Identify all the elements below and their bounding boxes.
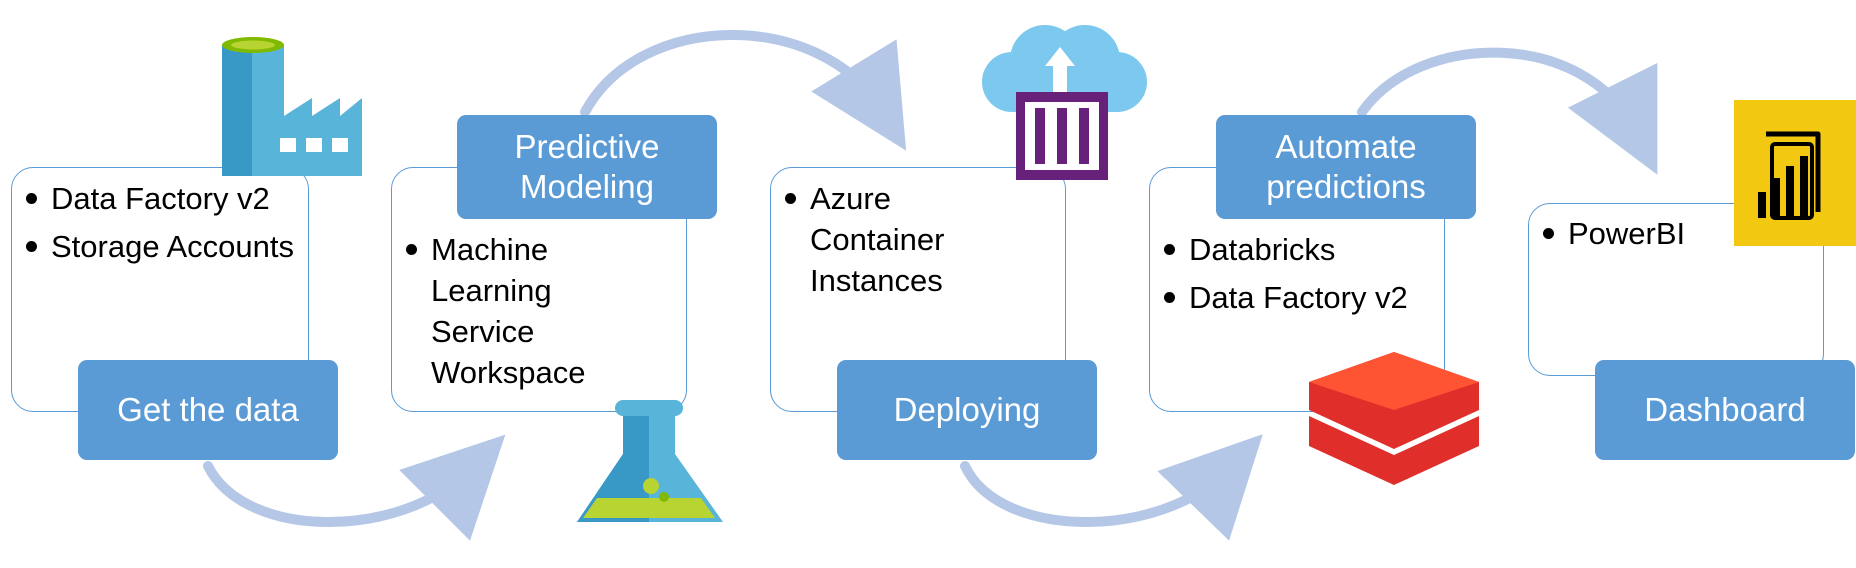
step-list-predictive-modeling: Machine Learning Service Workspace [404,229,624,400]
data-factory-icon [222,37,362,176]
step-label-automate-predictions: Automate predictions [1216,115,1476,219]
arrow-step2-to-step3 [580,30,907,151]
list-item: Data Factory v2 [1162,277,1452,318]
step-title: Dashboard [1644,391,1806,428]
powerbi-icon [1734,100,1856,246]
step-list-dashboard: PowerBI [1541,213,1741,261]
step-title: Automate predictions [1266,128,1426,205]
step-list-deploying: Azure Container Instances [783,178,983,308]
arrow-step3-to-step4 [960,434,1263,541]
step-list-automate-predictions: Databricks Data Factory v2 [1162,229,1452,325]
step-title: Get the data [117,391,299,428]
step-label-deploying: Deploying [837,360,1097,460]
step-label-dashboard: Dashboard [1595,360,1855,460]
arrow-step4-to-step5 [1357,47,1658,175]
arrow-step1-to-step2 [203,434,506,541]
container-cloud-icon [982,25,1147,180]
list-item: Storage Accounts [24,226,309,267]
step-label-get-data: Get the data [78,360,338,460]
list-item: PowerBI [1541,213,1741,254]
step-label-predictive-modeling: Predictive Modeling [457,115,717,219]
databricks-icon [1309,352,1479,485]
flask-icon [577,400,723,522]
step-title: Predictive Modeling [514,128,660,205]
step-list-get-data: Data Factory v2 Storage Accounts [24,178,309,274]
list-item: Databricks [1162,229,1452,270]
list-item: Machine Learning Service Workspace [404,229,624,393]
list-item: Azure Container Instances [783,178,983,301]
step-title: Deploying [893,391,1041,428]
list-item: Data Factory v2 [24,178,309,219]
